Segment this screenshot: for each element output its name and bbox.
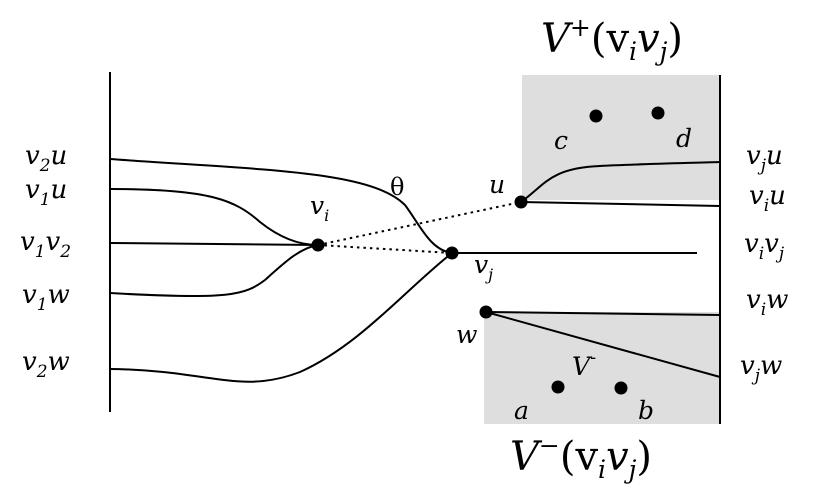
- label-vi: vi: [310, 191, 329, 225]
- curve-v1u-to-vi: [109, 188, 319, 246]
- title-v-plus: V+(vivj): [541, 13, 683, 66]
- left-label-v1w: v1w: [22, 280, 70, 315]
- line-v1v2-to-vi: [109, 242, 319, 246]
- vertex-u: [514, 195, 528, 209]
- label-c: c: [554, 126, 568, 155]
- curve-v2w-to-vj: [109, 252, 453, 383]
- label-vj: vj: [474, 250, 493, 284]
- left-label-v1v2: v1v2: [20, 227, 71, 262]
- label-b: b: [638, 396, 654, 425]
- label-d: d: [676, 124, 692, 153]
- vertex-w: [479, 305, 493, 319]
- upper-region-v-plus: [522, 75, 720, 200]
- vertex-vi: [311, 238, 325, 252]
- right-label-vivj: vivj: [744, 229, 785, 264]
- vertex-vj: [445, 246, 459, 260]
- label-u: u: [489, 170, 505, 199]
- lower-region-v-minus: [484, 312, 720, 424]
- line-u-to-viu: [520, 201, 721, 207]
- dotted-edge-vi-vj: [317, 244, 453, 254]
- point-b: [614, 381, 628, 395]
- angle-theta-label: θ: [390, 173, 404, 201]
- curve-u-to-vju: [520, 161, 721, 203]
- line-w-to-viw: [485, 311, 721, 316]
- label-w: w: [456, 320, 477, 349]
- curve-v2u-to-vj: [109, 158, 453, 254]
- line-w-to-vjw: [485, 311, 721, 378]
- inner-v-minus-label: V-: [572, 347, 596, 381]
- label-a: a: [514, 396, 529, 425]
- right-label-vju: vju: [746, 141, 783, 176]
- title-v-minus: V−(vivj): [510, 431, 652, 484]
- left-label-v2w: v2w: [22, 347, 70, 382]
- point-c: [589, 109, 603, 123]
- right-label-vjw: vjw: [740, 351, 782, 386]
- dotted-edge-vi-u: [317, 201, 522, 246]
- left-label-v2u: v2u: [25, 141, 67, 176]
- point-a: [551, 380, 565, 394]
- left-label-v1u: v1u: [25, 175, 67, 210]
- point-d: [651, 106, 665, 120]
- right-label-viw: viw: [746, 285, 788, 320]
- curve-v1w-to-vi: [109, 244, 319, 298]
- right-label-viu: viu: [749, 181, 786, 216]
